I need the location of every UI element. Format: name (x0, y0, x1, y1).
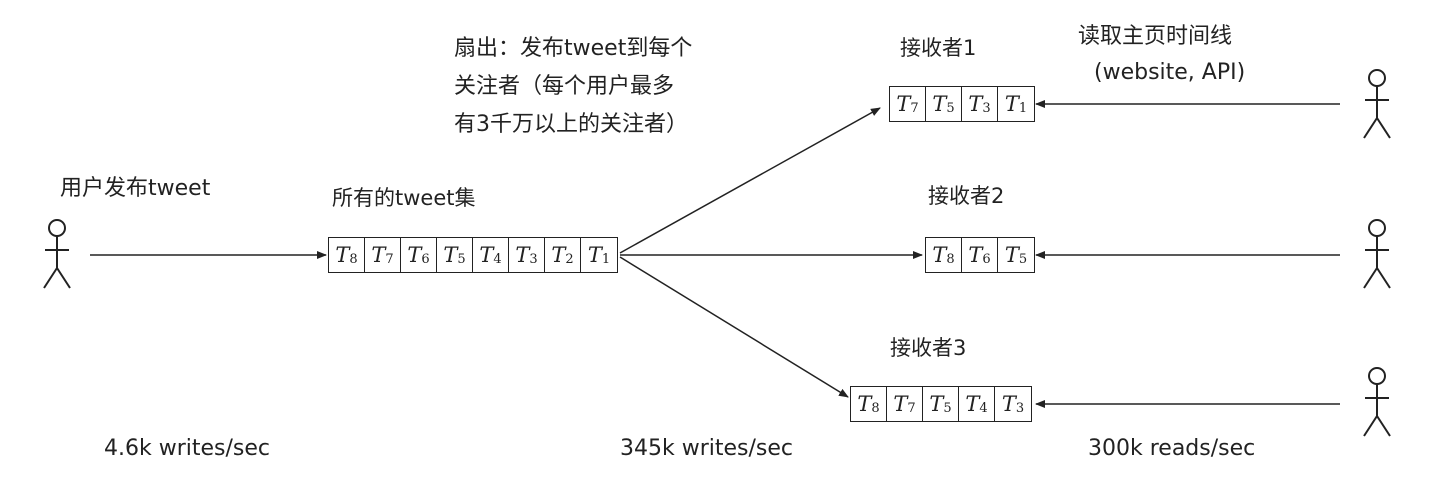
tweet-index: 5 (946, 100, 955, 116)
tweet-index: 7 (385, 251, 394, 267)
tweet-index: 3 (982, 100, 991, 116)
tweet-index: 8 (349, 251, 358, 267)
person-icon (1363, 69, 1391, 139)
tweet-index: 1 (601, 251, 611, 267)
fanout-note-line: 扇出：发布tweet到每个 (454, 36, 693, 61)
tweet-index: 6 (421, 251, 430, 267)
tweet-prefix: T (371, 243, 386, 267)
tweet-prefix: T (896, 92, 911, 116)
tweet-prefix: T (515, 243, 530, 267)
tweet-prefix: T (443, 243, 458, 267)
read-rate: 300k reads/sec (1088, 436, 1256, 461)
arrow-icon (619, 107, 881, 254)
arrow-icon (619, 256, 849, 398)
fanout-note-line: 关注者（每个用户最多 (454, 74, 675, 99)
person-icon (1363, 219, 1391, 289)
sender-rate: 4.6k writes/sec (104, 436, 270, 461)
tweet-prefix: T (968, 243, 983, 267)
tweet-prefix: T (857, 392, 872, 416)
tweet-prefix: T (1004, 92, 1019, 116)
tweet-index: 2 (565, 251, 574, 267)
tweet-prefix: T (587, 243, 602, 267)
tweet-prefix: T (1001, 392, 1016, 416)
fanout-note-line: 有3千万以上的关注者） (454, 112, 688, 137)
sender-label: 用户发布tweet (60, 176, 211, 201)
tweet-prefix: T (965, 392, 980, 416)
read-label-line: (website, API) (1094, 60, 1246, 85)
tweet-prefix: T (551, 243, 566, 267)
tweet-index: 7 (910, 100, 919, 116)
fanout-rate: 345k writes/sec (620, 436, 794, 461)
tweet-index: 6 (982, 251, 991, 267)
tweet-index: 3 (529, 251, 538, 267)
person-icon (43, 219, 71, 289)
tweet-prefix: T (335, 243, 350, 267)
tweet-index: 5 (1018, 251, 1028, 267)
read-label-line: 读取主页时间线 (1078, 24, 1233, 49)
tweet-prefix: T (932, 243, 947, 267)
receiver-label: 接收者3 (890, 336, 967, 360)
tweet-index: 7 (907, 400, 916, 416)
tweet-index: 5 (457, 251, 466, 267)
tweet-index: 3 (1015, 400, 1025, 416)
tweet-prefix: T (929, 392, 944, 416)
receiver-label: 接收者2 (928, 184, 1005, 208)
tweet-prefix: T (479, 243, 494, 267)
all-tweets-label: 所有的tweet集 (332, 186, 476, 210)
tweet-index: 5 (943, 400, 952, 416)
tweet-prefix: T (1004, 243, 1019, 267)
tweet-prefix: T (968, 92, 983, 116)
receiver-label: 接收者1 (900, 36, 977, 60)
tweet-prefix: T (407, 243, 422, 267)
tweet-prefix: T (893, 392, 908, 416)
tweet-index: 8 (871, 400, 880, 416)
tweet-index: 1 (1018, 100, 1028, 116)
tweet-index: 8 (946, 251, 955, 267)
person-icon (1363, 367, 1391, 437)
tweet-prefix: T (932, 92, 947, 116)
tweet-index: 4 (493, 251, 502, 267)
tweet-index: 4 (979, 400, 988, 416)
